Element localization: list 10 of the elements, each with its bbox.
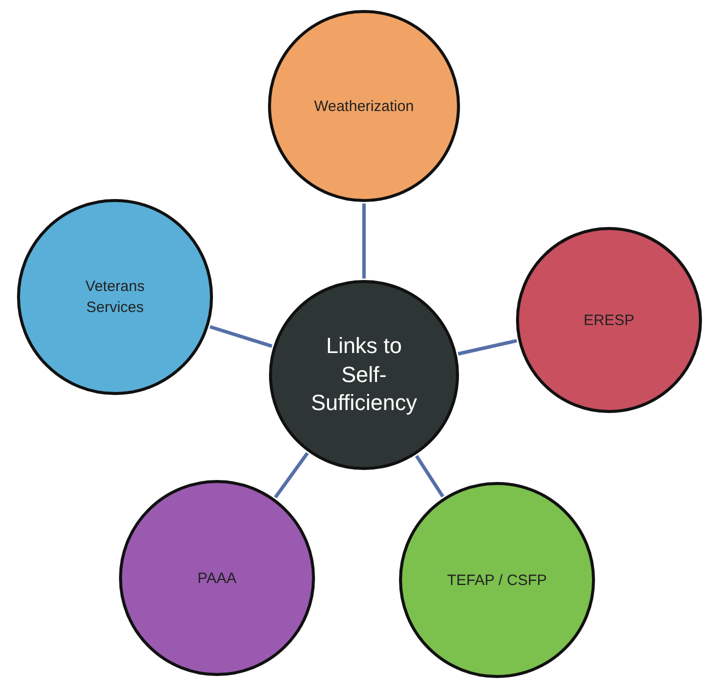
hub-title: Links to Self-Sufficiency	[310, 332, 418, 418]
program-label: PAAA	[196, 568, 238, 588]
connector-line	[274, 452, 309, 498]
program-label: Veterans Services	[84, 277, 146, 318]
connector-line	[415, 455, 444, 498]
program-label: ERESP	[582, 310, 636, 330]
program-label: Weatherization	[313, 96, 415, 116]
program-label: TEFAP / CSFP	[446, 570, 548, 590]
connector-line	[458, 339, 518, 356]
connector-line	[362, 204, 366, 278]
